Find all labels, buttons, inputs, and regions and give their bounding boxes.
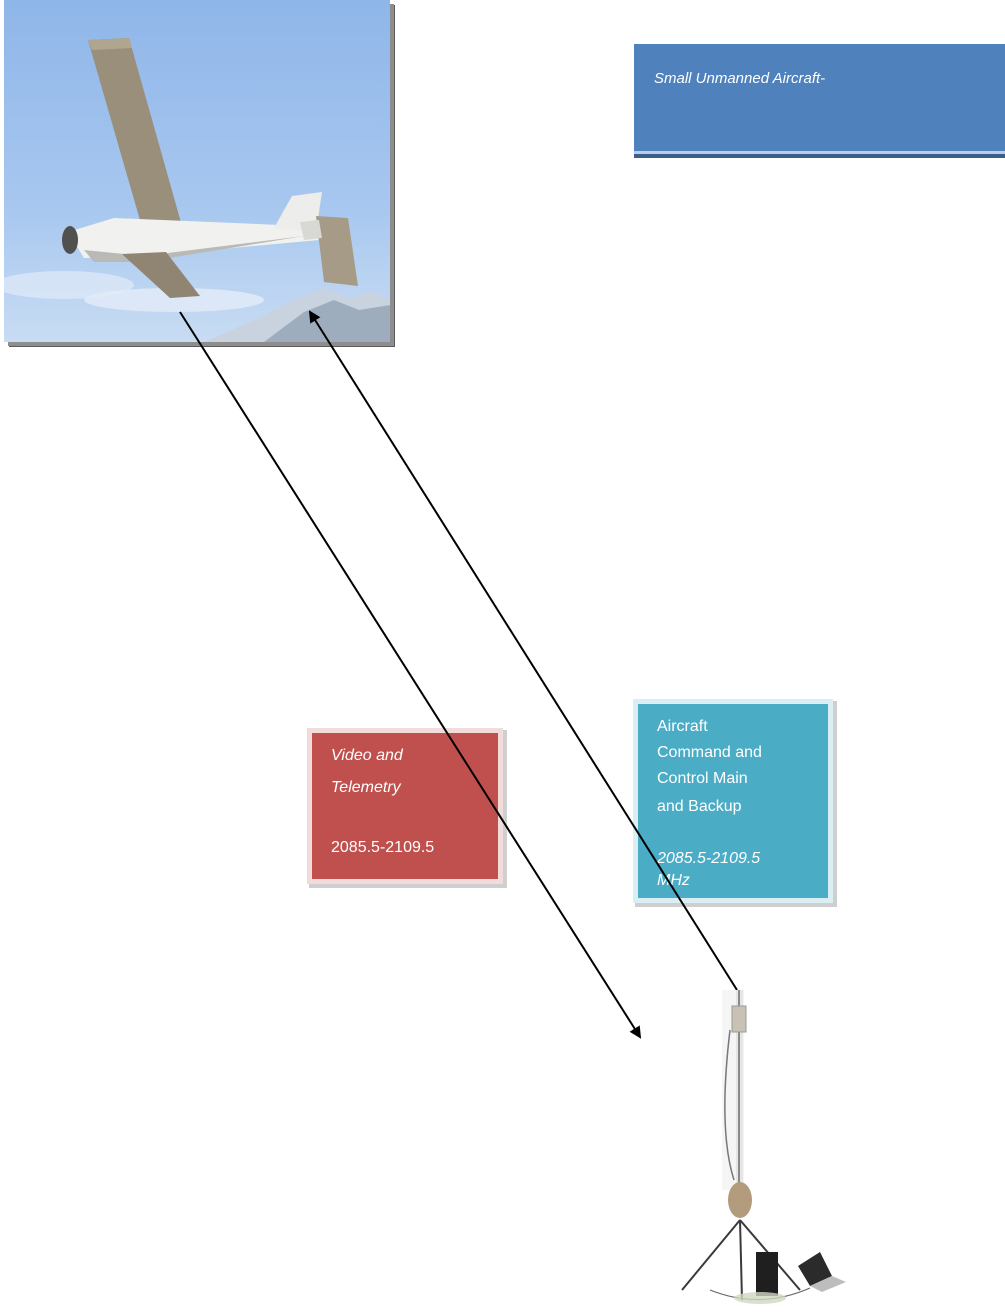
aircraft-label: Small Unmanned Aircraft- — [654, 70, 826, 87]
ground-station-image — [681, 990, 846, 1304]
uplink-label-line2: Command and — [657, 744, 762, 761]
uplink-label-line4: and Backup — [657, 798, 742, 815]
downlink-arrow — [179, 311, 642, 1039]
uplink-callout: Aircraft Command and Control Main and Ba… — [638, 704, 828, 898]
downlink-frequency: 2085.5-2109.5 — [331, 839, 435, 856]
downlink-label-line1: Video and — [331, 747, 403, 764]
aircraft-callout: Small Unmanned Aircraft- — [634, 44, 1005, 154]
aircraft-photo — [4, 0, 390, 342]
uplink-frequency: 2085.5-2109.5 — [657, 850, 761, 867]
downlink-label-line2: Telemetry — [331, 779, 401, 796]
downlink-callout: Video and Telemetry 2085.5-2109.5 — [312, 733, 498, 879]
uplink-arrow — [308, 310, 738, 991]
uplink-label-line3: Control Main — [657, 770, 748, 787]
uplink-label-line1: Aircraft — [657, 718, 708, 735]
